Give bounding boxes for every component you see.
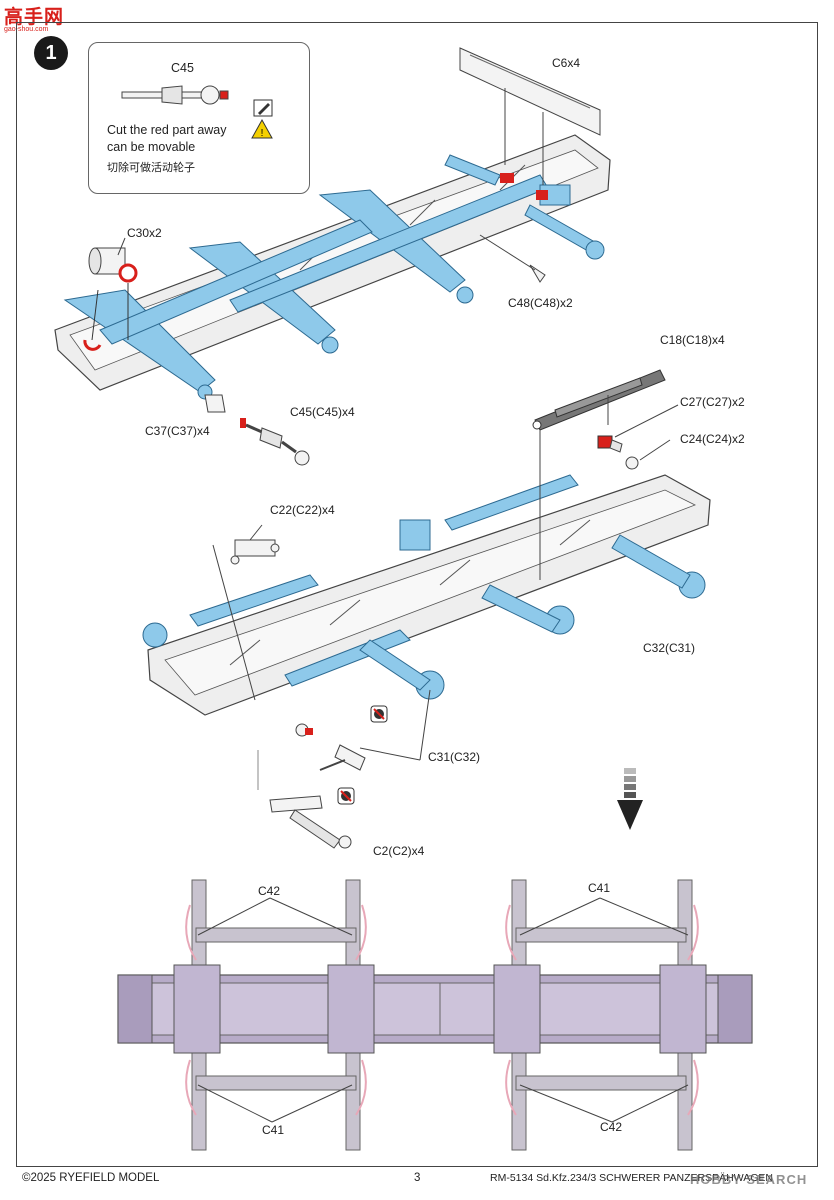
upper-suspension-parts <box>63 154 605 400</box>
lower-chassis-frame <box>147 474 711 716</box>
label-c41-bottom: C41 <box>262 1123 285 1137</box>
c22-part-drawing <box>212 524 280 701</box>
c30-part-drawing <box>83 237 138 351</box>
c27-c24-part-drawing <box>597 404 679 470</box>
leaf-springs-blue <box>142 474 706 700</box>
svg-text:!: ! <box>261 128 264 139</box>
label-c42-bottom: C42 <box>600 1120 623 1134</box>
label-c48: C48(C48)x2 <box>508 296 573 310</box>
footer-product-title: RM-5134 Sd.Kfz.234/3 SCHWERER PANZERSPÄH… <box>490 1172 773 1184</box>
label-c27: C27(C27)x2 <box>680 395 745 409</box>
c37-c45-part-drawing <box>204 394 310 466</box>
footer-copyright: ©2025 RYEFIELD MODEL <box>22 1172 160 1184</box>
callout-axle-drawing <box>121 85 229 105</box>
footer-brand-watermark: HOBBY SEARCH <box>690 1172 808 1187</box>
footer-page-number: 3 <box>414 1172 421 1184</box>
glue-prohibited-icon <box>370 705 388 723</box>
label-c37: C37(C37)x4 <box>145 424 210 438</box>
pencil-icon <box>253 99 273 117</box>
warning-icon: ! <box>251 118 273 139</box>
callout-line-3: 切除可做活动轮子 <box>107 162 195 174</box>
label-c31: C31(C32) <box>428 750 481 764</box>
callout-line-2: can be movable <box>107 140 196 154</box>
label-c2: C2(C2)x4 <box>373 844 425 858</box>
c6-part-drawing <box>459 47 601 185</box>
label-c30: C30x2 <box>127 226 162 240</box>
label-c6: C6x4 <box>552 56 581 70</box>
label-c41-top: C41 <box>588 881 611 895</box>
down-arrow-icon <box>617 768 643 830</box>
label-c24: C24(C24)x2 <box>680 432 745 446</box>
c18-leaf-spring-drawing <box>532 369 666 580</box>
label-c18: C18(C18)x4 <box>660 333 725 347</box>
label-c42-top: C42 <box>258 884 281 898</box>
page-frame <box>16 22 818 1167</box>
callout-part-label: C45 <box>171 61 194 75</box>
callout-line-1: Cut the red part away <box>107 123 227 137</box>
glue-prohibited-icon <box>337 787 355 805</box>
top-view-chassis <box>117 879 753 1151</box>
cut-note-callout: C45 Cut the red part away can be movable… <box>88 42 310 194</box>
watermark-url: gao-shou.com <box>4 26 49 33</box>
step-number-badge: 1 <box>34 36 68 70</box>
label-c32: C32(C31) <box>643 641 696 655</box>
c48-part-drawing <box>479 234 546 283</box>
c31-c2-part-drawing <box>257 689 431 849</box>
label-c22: C22(C22)x4 <box>270 503 335 517</box>
label-c45: C45(C45)x4 <box>290 405 355 419</box>
